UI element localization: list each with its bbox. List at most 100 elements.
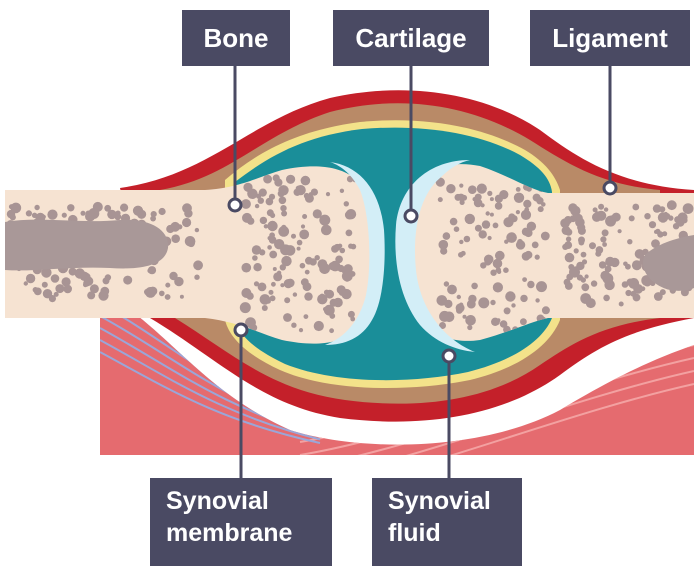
bone-texture-spot bbox=[280, 264, 286, 270]
bone-texture-spot bbox=[524, 207, 529, 212]
bone-texture-spot bbox=[464, 236, 471, 243]
bone-texture-spot bbox=[107, 210, 116, 219]
bone-texture-spot bbox=[281, 211, 287, 217]
bone-texture-spot bbox=[585, 274, 589, 278]
bone-texture-spot bbox=[345, 277, 350, 282]
bone-texture-spot bbox=[490, 213, 494, 217]
bone-texture-spot bbox=[632, 204, 639, 211]
bone-texture-spot bbox=[331, 245, 339, 253]
bone-texture-spot bbox=[150, 216, 156, 222]
bone-texture-spot bbox=[600, 271, 610, 281]
bone-texture-spot bbox=[468, 185, 477, 194]
bone-texture-spot bbox=[522, 277, 527, 282]
bone-texture-spot bbox=[482, 220, 490, 228]
bone-texture-spot bbox=[579, 240, 585, 246]
bone-texture-spot bbox=[194, 275, 199, 280]
bone-texture-spot bbox=[335, 255, 343, 263]
bone-texture-spot bbox=[514, 193, 524, 203]
bone-texture-spot bbox=[486, 211, 490, 215]
bone-texture-spot bbox=[484, 255, 494, 265]
bone-texture-spot bbox=[344, 201, 349, 206]
synovial-fluid-label-line-2: fluid bbox=[388, 517, 522, 549]
bone-texture-spot bbox=[269, 251, 277, 259]
bone-texture-spot bbox=[241, 199, 251, 209]
bone-texture-spot bbox=[193, 260, 203, 270]
bone-texture-spot bbox=[305, 257, 313, 265]
bone-texture-spot bbox=[618, 229, 622, 233]
ligament-pointer-dot bbox=[604, 182, 616, 194]
bone-texture-spot bbox=[444, 281, 449, 286]
bone-texture-spot bbox=[284, 297, 290, 303]
bone-texture-spot bbox=[673, 223, 679, 229]
ligament-label: Ligament bbox=[530, 10, 690, 66]
bone-texture-spot bbox=[581, 252, 587, 258]
cartilage-label: Cartilage bbox=[333, 10, 489, 66]
bone-texture-spot bbox=[263, 175, 272, 184]
bone-texture-spot bbox=[346, 209, 356, 219]
bone-texture-spot bbox=[260, 294, 271, 305]
bone-texture-spot bbox=[246, 292, 253, 299]
bone-texture-spot bbox=[516, 187, 521, 192]
bone-texture-spot bbox=[503, 267, 509, 273]
bone-texture-spot bbox=[62, 277, 71, 286]
bone-texture-spot bbox=[477, 184, 487, 194]
bone-texture-spot bbox=[603, 295, 610, 302]
bone-texture-spot bbox=[568, 203, 577, 212]
bone-texture-spot bbox=[262, 305, 268, 311]
bone-texture-spot bbox=[26, 210, 32, 216]
bone-texture-spot bbox=[267, 221, 277, 231]
bone-texture-spot bbox=[511, 303, 515, 307]
bone-texture-spot bbox=[267, 245, 272, 250]
bone-texture-spot bbox=[273, 272, 282, 281]
bone-texture-spot bbox=[490, 197, 494, 201]
bone-texture-spot bbox=[516, 210, 520, 214]
bone-texture-spot bbox=[633, 294, 641, 302]
bone-texture-spot bbox=[467, 300, 476, 309]
bone-texture-spot bbox=[493, 223, 499, 229]
bone-label: Bone bbox=[182, 10, 290, 66]
bone-texture-spot bbox=[159, 291, 165, 297]
bone-texture-spot bbox=[253, 263, 261, 271]
bone-texture-spot bbox=[633, 284, 643, 294]
bone-texture-spot bbox=[627, 239, 632, 244]
bone-texture-spot bbox=[538, 206, 544, 212]
bone-texture-spot bbox=[299, 230, 309, 240]
bone-texture-spot bbox=[600, 236, 606, 242]
bone-texture-spot bbox=[566, 236, 571, 241]
bone-texture-spot bbox=[350, 317, 355, 322]
bone-texture-spot bbox=[497, 270, 501, 274]
bone-texture-spot bbox=[475, 225, 482, 232]
bone-texture-spot bbox=[609, 215, 615, 221]
bone-texture-spot bbox=[536, 281, 547, 292]
bone-texture-spot bbox=[522, 228, 530, 236]
bone-texture-spot bbox=[285, 245, 296, 256]
bone-texture-spot bbox=[184, 209, 192, 217]
bone-texture-spot bbox=[319, 215, 330, 226]
bone-texture-spot bbox=[629, 215, 635, 221]
bone-texture-spot bbox=[314, 321, 324, 331]
bone-texture-spot bbox=[459, 184, 463, 188]
bone-texture-spot bbox=[49, 295, 56, 302]
bone-texture-spot bbox=[566, 274, 573, 281]
bone-texture-spot bbox=[516, 240, 525, 249]
bone-texture-spot bbox=[247, 189, 257, 199]
bone-texture-spot bbox=[459, 240, 463, 244]
bone-texture-spot bbox=[668, 215, 673, 220]
bone-texture-spot bbox=[293, 292, 297, 296]
bone-texture-spot bbox=[591, 280, 597, 286]
bone-texture-spot bbox=[174, 277, 183, 286]
bone-texture-spot bbox=[301, 224, 305, 228]
bone-texture-spot bbox=[320, 294, 325, 299]
bone-texture-spot bbox=[278, 226, 289, 237]
bone-texture-spot bbox=[267, 209, 274, 216]
bone-texture-spot bbox=[667, 200, 677, 210]
synovial-membrane-label: Synovial membrane bbox=[150, 478, 332, 566]
bone-texture-spot bbox=[467, 325, 472, 330]
bone-texture-spot bbox=[455, 194, 462, 201]
bone-texture-spot bbox=[535, 298, 539, 302]
bone-texture-spot bbox=[570, 215, 577, 222]
bone-texture-spot bbox=[87, 291, 95, 299]
bone-texture-spot bbox=[523, 200, 531, 208]
bone-texture-spot bbox=[340, 189, 344, 193]
bone-texture-spot bbox=[300, 263, 306, 269]
